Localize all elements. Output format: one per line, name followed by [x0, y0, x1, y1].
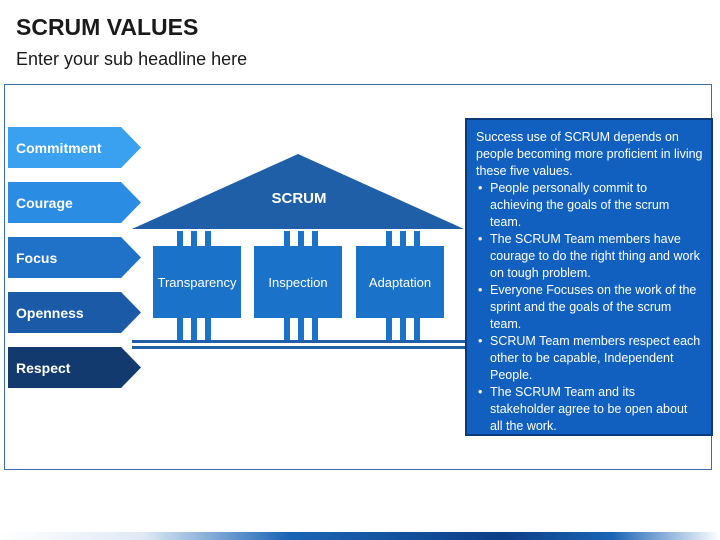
value-label: Commitment	[16, 139, 102, 156]
pillar-post	[400, 318, 406, 340]
value-arrow-courage: Courage	[8, 182, 141, 223]
pillar-post	[312, 231, 318, 247]
pillar-post	[191, 231, 197, 247]
pillar-post	[284, 318, 290, 340]
pillar-post	[205, 318, 211, 340]
pillar-post	[414, 231, 420, 247]
value-arrow-commitment: Commitment	[8, 127, 141, 168]
pillar-post	[298, 231, 304, 247]
pillar-post	[400, 231, 406, 247]
pillar-label: Transparency	[157, 274, 237, 290]
page-subtitle: Enter your sub headline here	[16, 49, 248, 69]
pillar-post	[177, 231, 183, 247]
house-roof	[132, 154, 464, 229]
house-base-line	[132, 340, 467, 343]
value-label: Openness	[16, 304, 84, 321]
value-arrow-respect: Respect	[8, 347, 141, 388]
description-intro: Success use of SCRUM depends on people b…	[476, 130, 703, 178]
pillar-post	[414, 318, 420, 340]
house-base-line	[132, 346, 467, 349]
pillar-post	[284, 231, 290, 247]
pillar-label: Inspection	[268, 274, 328, 290]
pillar-post	[312, 318, 318, 340]
description-bullet: SCRUM Team members respect each other to…	[476, 333, 703, 384]
pillar-post	[386, 318, 392, 340]
value-label: Courage	[16, 194, 73, 211]
pillar-post	[205, 231, 211, 247]
pillar-adaptation: Adaptation	[356, 246, 444, 318]
pillar-post	[298, 318, 304, 340]
description-list: People personally commit to achieving th…	[476, 180, 703, 435]
pillar-inspection: Inspection	[254, 246, 342, 318]
value-arrow-openness: Openness	[8, 292, 141, 333]
description-bullet: The SCRUM Team members have courage to d…	[476, 231, 703, 282]
pillar-label: Adaptation	[368, 274, 432, 290]
value-label: Focus	[16, 249, 58, 266]
pillar-post	[177, 318, 183, 340]
description-bullet: Everyone Focuses on the work of the spri…	[476, 282, 703, 333]
pillar-transparency: Transparency	[153, 246, 241, 318]
pillar-post	[191, 318, 197, 340]
roof-label: SCRUM	[271, 190, 327, 207]
page-title: SCRUM VALUES	[16, 14, 199, 40]
description-box: Success use of SCRUM depends on people b…	[465, 118, 713, 436]
value-arrow-focus: Focus	[8, 237, 141, 278]
pillar-post	[386, 231, 392, 247]
description-bullet: People personally commit to achieving th…	[476, 180, 703, 231]
value-label: Respect	[16, 359, 71, 376]
description-bullet: The SCRUM Team and its stakeholder agree…	[476, 384, 703, 435]
footer-gradient-bar	[0, 532, 720, 540]
